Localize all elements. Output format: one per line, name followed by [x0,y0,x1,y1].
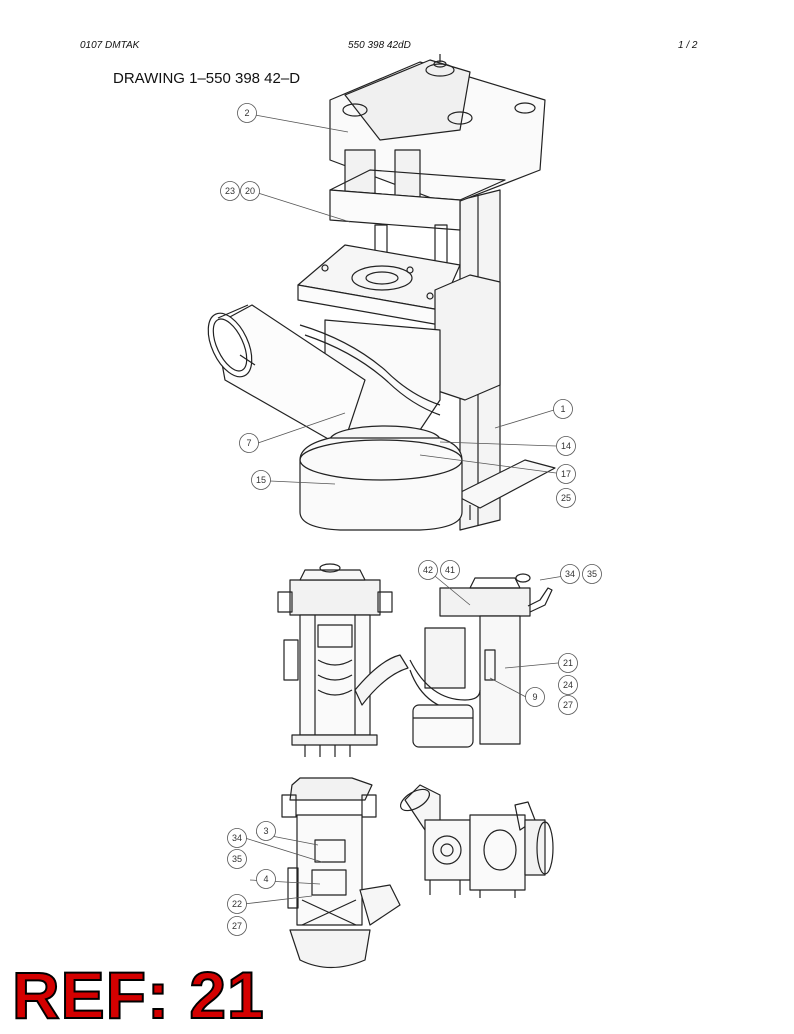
callout-mid-6: 9 [525,687,545,707]
callout-circle [227,894,247,914]
callout-label: 15 [256,475,266,485]
callout-circle [237,103,257,123]
side-view [409,573,553,748]
iso-view [207,54,556,531]
callout-label: 41 [445,565,455,575]
callout-mid-5: 24 [558,675,578,695]
callout-label: 34 [232,833,242,843]
callout-circle [560,564,580,584]
callout-bottom-4: 22 [227,894,247,914]
callout-label: 14 [561,441,571,451]
callout-circle [227,916,247,936]
callout-circle [556,436,576,456]
callout-bottom-2: 35 [227,849,247,869]
callout-iso-4: 15 [251,470,271,490]
top-view [281,777,401,969]
callout-circle [556,488,576,508]
callout-label: 20 [245,186,255,196]
callout-mid-4: 21 [558,653,578,673]
callout-mid-1: 41 [440,560,460,580]
page-number: 1 / 2 [678,40,698,51]
callout-circle [525,687,545,707]
callout-iso-5: 1 [553,399,573,419]
callout-label: 17 [561,469,571,479]
callout-label: 22 [232,899,242,909]
callout-label: 2 [244,108,249,118]
callout-label: 24 [563,680,573,690]
callout-circle [582,564,602,584]
callout-circle [558,695,578,715]
callout-circle [227,849,247,869]
drawing-number: 550 398 42dD [348,40,411,51]
callout-circle [227,828,247,848]
callout-circle [240,181,260,201]
callout-label: 34 [565,569,575,579]
callout-bottom-5: 27 [227,916,247,936]
callout-bottom-3: 4 [256,869,276,889]
callout-iso-2: 20 [240,181,260,201]
callout-label: 35 [232,854,242,864]
callout-label: 27 [563,700,573,710]
plan-view [399,784,554,898]
callout-label: 25 [561,493,571,503]
callout-label: 27 [232,921,242,931]
callout-circle [558,675,578,695]
callout-label: 4 [263,874,268,884]
callout-label: 9 [532,692,537,702]
callout-circle [558,653,578,673]
callout-mid-7: 27 [558,695,578,715]
callout-mid-3: 35 [582,564,602,584]
callout-iso-3: 7 [239,433,259,453]
callout-label: 35 [587,569,597,579]
callout-mid-2: 34 [560,564,580,584]
callout-label: 1 [560,404,565,414]
drawing-title: DRAWING 1–550 398 42–D [113,70,301,87]
callout-label: 3 [263,826,268,836]
front-view [277,563,409,757]
callout-circle [251,470,271,490]
callout-bottom-0: 3 [256,821,276,841]
callout-circle [418,560,438,580]
callout-circle [220,181,240,201]
callout-circle [256,869,276,889]
doc-code: 0107 DMTAK [80,40,140,51]
callout-circle [440,560,460,580]
callout-iso-1: 23 [220,181,240,201]
callout-circle [239,433,259,453]
callout-iso-6: 14 [556,436,576,456]
callout-circle [256,821,276,841]
callout-mid-0: 42 [418,560,438,580]
callout-label: 7 [246,438,251,448]
callout-iso-7: 17 [556,464,576,484]
callout-label: 42 [423,565,433,575]
callout-iso-0: 2 [237,103,257,123]
callout-label: 21 [563,658,573,668]
reference-stamp: REF: 21 [11,958,265,1032]
callout-circle [553,399,573,419]
callout-bottom-1: 34 [227,828,247,848]
callout-label: 23 [225,186,235,196]
callout-iso-8: 25 [556,488,576,508]
callout-circle [556,464,576,484]
